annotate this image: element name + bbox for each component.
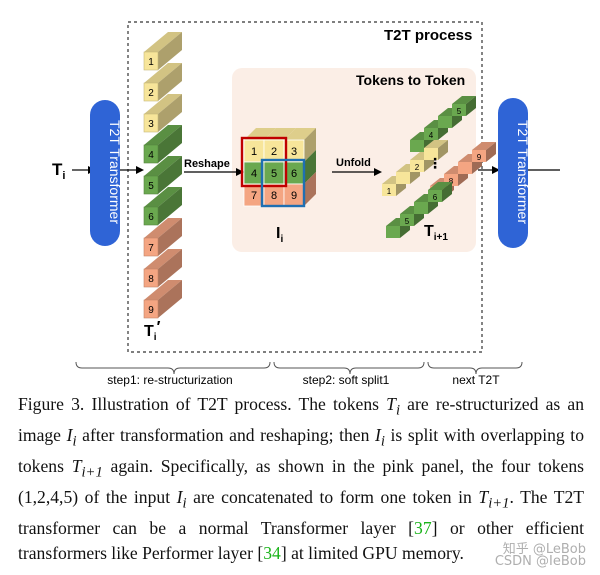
token-number: 8 — [148, 274, 154, 285]
image-grid: 1 2 3 4 5 6 7 8 9 — [240, 128, 316, 208]
watermark-csdn: CSDN @IeBob — [494, 554, 586, 569]
grid-cell-6: 6 — [283, 150, 316, 185]
grid-number: 6 — [291, 168, 297, 180]
output-token-number: 9 — [477, 153, 482, 162]
grid-number: 1 — [251, 146, 257, 158]
watermark-zhihu: 知乎 @LeBob — [502, 542, 586, 557]
output-token-number: 6 — [433, 193, 438, 202]
grid-number: 8 — [271, 190, 277, 202]
token-block-1: 1 — [143, 32, 182, 71]
grid-number: 2 — [271, 146, 277, 158]
grid-number: 4 — [251, 168, 257, 180]
reshape-label: Reshape — [184, 158, 230, 170]
input-tokens-label: Ti — [52, 160, 65, 182]
grid-cell-5: 5 — [263, 161, 285, 185]
red-window-box — [240, 136, 288, 188]
t2t-process-title: T2T process — [384, 27, 472, 44]
step3-label: next T2T — [452, 373, 500, 387]
output-token-number: 2 — [415, 163, 420, 172]
reshape-arrow-head — [236, 168, 244, 176]
t2t-transformer-right-label: T2T Transformer — [515, 120, 531, 224]
t2t-process-box — [127, 21, 483, 353]
token-number: 6 — [148, 212, 154, 223]
token-number: 7 — [148, 243, 154, 254]
token-number: 9 — [148, 305, 154, 316]
t2t-transformer-left-label: T2T Transformer — [107, 120, 123, 224]
step3-brace — [427, 361, 523, 375]
output-token-number: 4 — [429, 131, 434, 140]
token-block-2: 2 — [143, 63, 182, 102]
blue-window-box — [260, 158, 306, 208]
grid-cell-3: 3 — [283, 128, 316, 163]
token-number: 2 — [148, 88, 154, 99]
output-token-number: 1 — [387, 187, 392, 196]
grid-number: 3 — [291, 146, 297, 158]
output-ellipsis: ⋮ — [428, 156, 442, 172]
output-chain-top: 45 — [410, 96, 476, 152]
token-block-7: 7 — [143, 218, 182, 257]
token-number: 5 — [148, 181, 154, 192]
grid-number: 9 — [291, 190, 297, 202]
transformer-to-tokens-arrow-head — [136, 166, 144, 174]
token-block-4: 4 — [143, 125, 182, 164]
token-number: 1 — [148, 57, 154, 68]
figure-caption: Figure 3. Illustration of T2T process. T… — [18, 394, 585, 564]
citation-34-link[interactable]: 34 — [263, 543, 281, 564]
image-label: Ii — [276, 225, 283, 245]
grid-number: 7 — [251, 190, 257, 202]
output-token-number: 5 — [457, 107, 462, 116]
token-block-5: 5 — [143, 156, 182, 195]
token-block-6: 6 — [143, 187, 182, 226]
citation-37-link[interactable]: 37 — [414, 518, 432, 539]
token-block-9: 9 — [143, 280, 182, 319]
unfold-arrow-head — [374, 168, 382, 176]
step2-brace — [273, 361, 425, 375]
tprime-label: Ti′ — [144, 319, 161, 343]
token-column: 1 2 3 4 5 6 7 8 9 — [143, 32, 182, 319]
unfold-label: Unfold — [336, 157, 371, 169]
t2t-figure: T2T process Tokens to Token Ti T2T Trans… — [52, 21, 560, 387]
output-chain-mid: 12 — [382, 140, 448, 196]
step1-brace — [75, 361, 271, 375]
step2-label: step2: soft split1 — [303, 373, 390, 387]
token-number: 3 — [148, 119, 154, 130]
token-number: 4 — [148, 150, 154, 161]
grid-cell-8: 8 — [263, 183, 285, 207]
step1-label: step1: re-structurization — [107, 373, 232, 387]
output-token-number: 5 — [405, 217, 410, 226]
tokens-to-token-title: Tokens to Token — [356, 72, 465, 88]
t2t-transformer-left — [90, 100, 120, 246]
token-block-3: 3 — [143, 94, 182, 133]
output-chain-bottom: 56 — [386, 182, 452, 238]
t2t-transformer-right — [498, 98, 528, 248]
grid-number: 5 — [271, 168, 277, 180]
output-arrow-head — [492, 166, 500, 174]
output-token-number: 8 — [449, 177, 454, 186]
output-tokens-label: Ti+1 — [424, 223, 448, 243]
token-block-8: 8 — [143, 249, 182, 288]
